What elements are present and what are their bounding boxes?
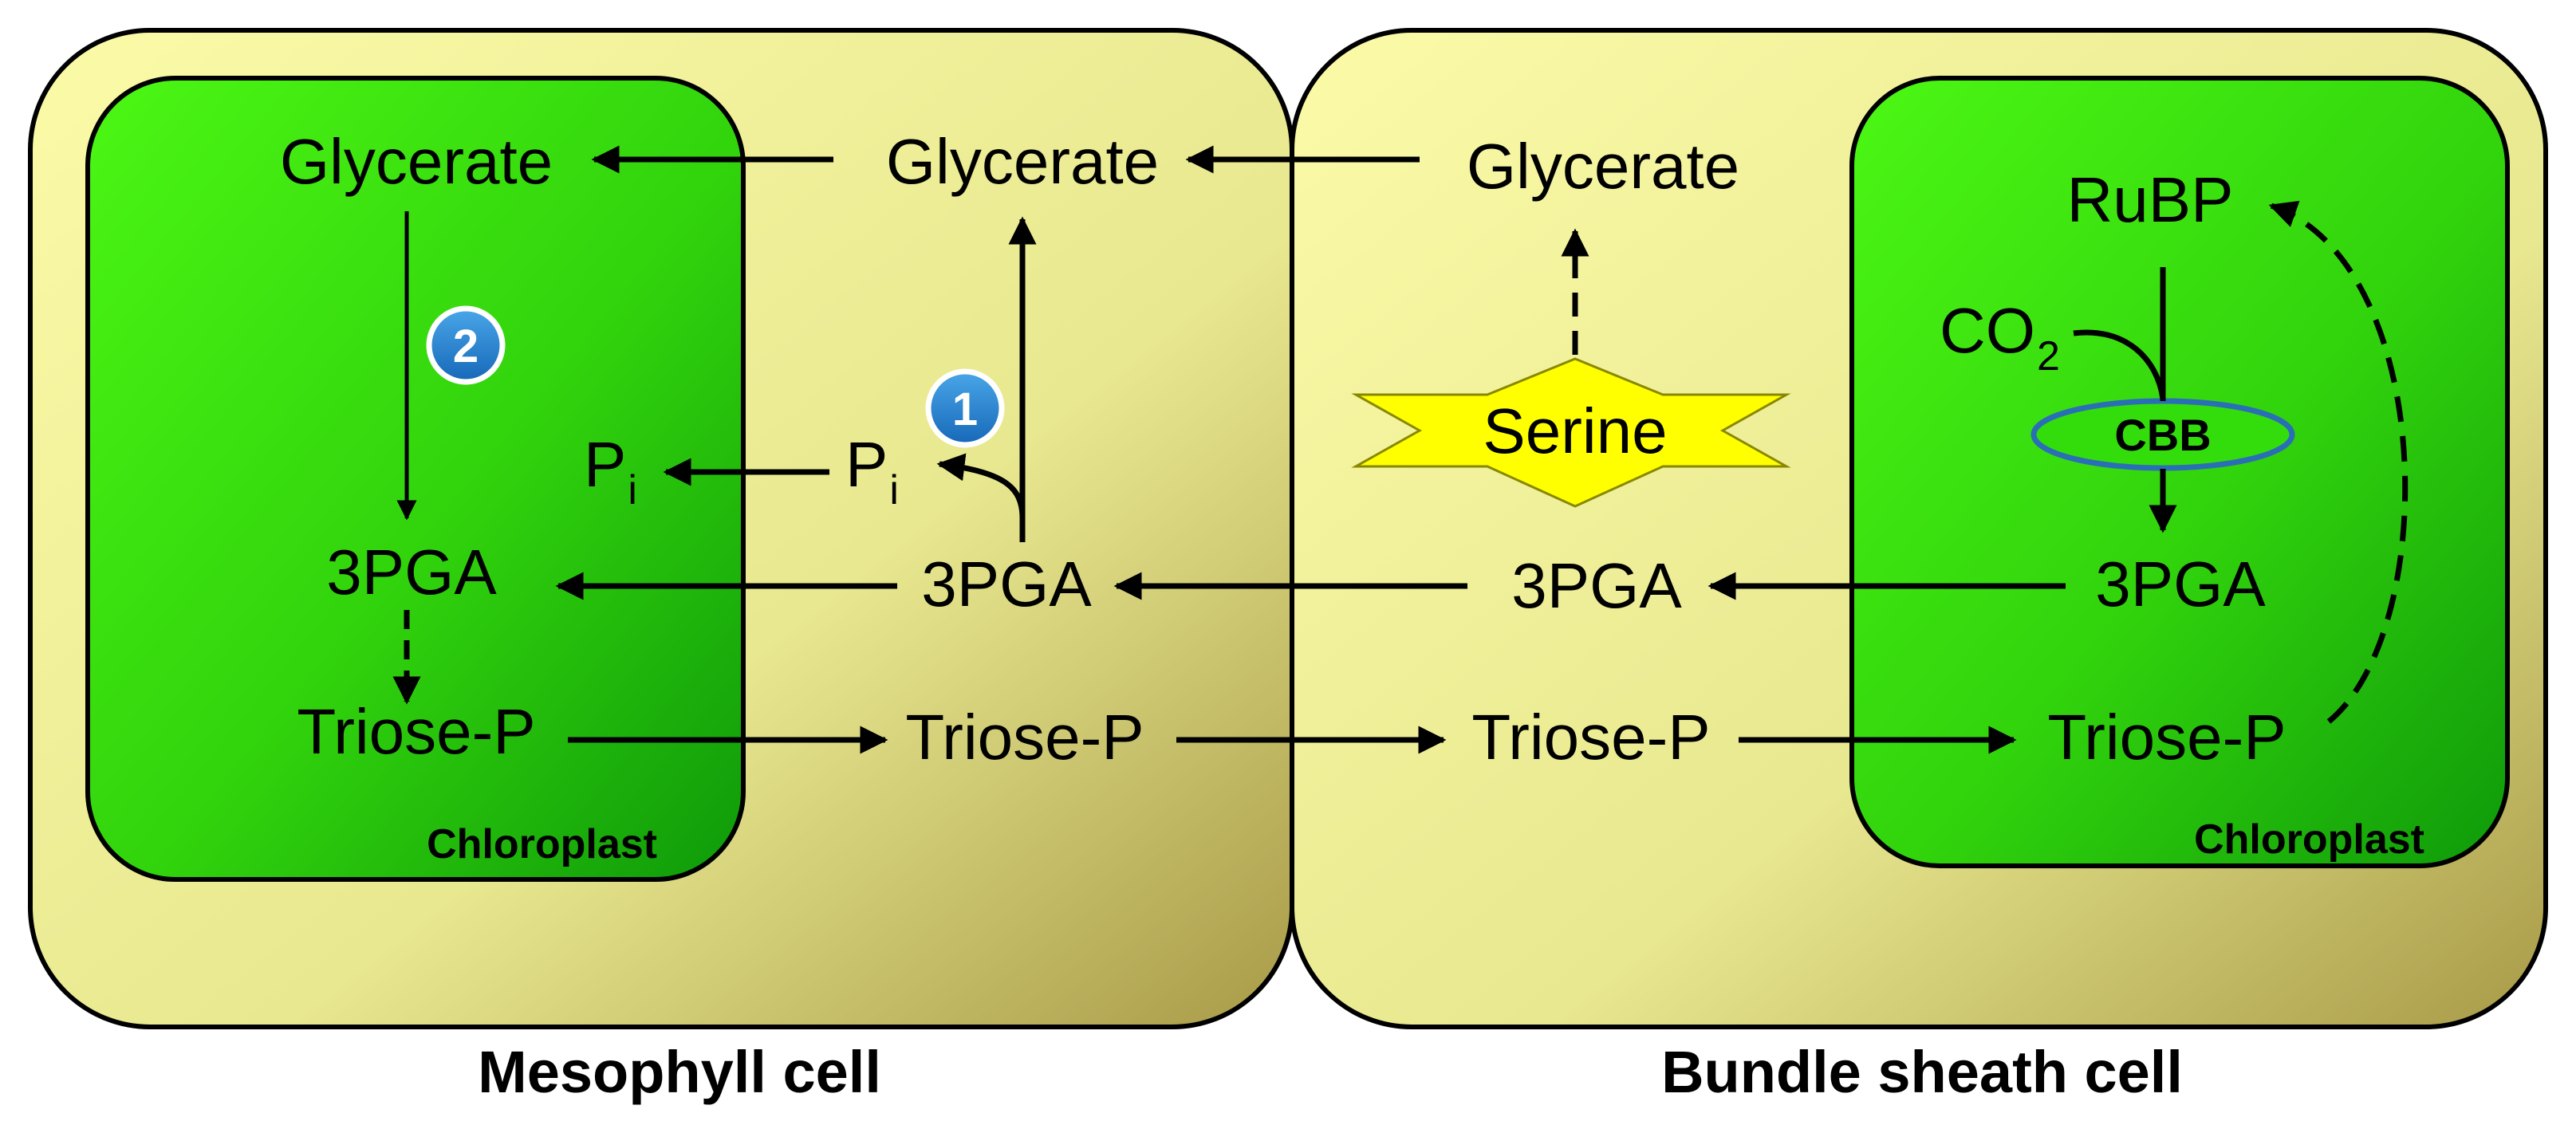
cbb-cycle: CBB: [2030, 398, 2295, 471]
mesophyll-chloroplast-triose-p: Triose-P: [297, 696, 535, 767]
pathway-arrows: [392, 145, 2409, 754]
mesophyll-cytosol-pi-letter: P: [845, 429, 888, 500]
mesophyll-cytosol-pi-subscript: i: [889, 467, 899, 513]
co2-letters: CO: [1940, 295, 2035, 366]
mesophyll-cytosol-pi: Pi: [845, 429, 899, 513]
badge-2-circle: [426, 305, 506, 385]
bundle-sheath-chloroplast-co2: CO2: [1940, 295, 2060, 380]
badge-1-label: 1: [952, 384, 978, 435]
mesophyll-cytosol-3pga: 3PGA: [921, 549, 1092, 620]
badge-1-circle: [925, 368, 1005, 448]
bundle-sheath-chloroplast-label: Chloroplast: [2194, 816, 2424, 863]
bundle-sheath-chloroplast: [1849, 76, 2510, 868]
arrow-reaction-1-pi-release: [936, 453, 1026, 519]
bundle-sheath-cytosol-3pga: 3PGA: [1511, 550, 1682, 621]
mesophyll-chloroplast-pi-letter: P: [584, 429, 626, 500]
mesophyll-cytosol-glycerate: Glycerate: [886, 126, 1159, 197]
bundle-sheath-cell-caption: Bundle sheath cell: [1661, 1039, 2183, 1105]
bundle-sheath-cell: Chloroplast Glycerate Serine 3PGA Triose…: [1290, 28, 2548, 1105]
cbb-label: CBB: [2114, 410, 2211, 460]
serine-label: Serine: [1483, 395, 1667, 466]
bundle-sheath-cytosol-glycerate: Glycerate: [1467, 131, 1739, 202]
mesophyll-chloroplast-glycerate: Glycerate: [280, 126, 553, 197]
bundle-sheath-chloroplast-triose-p: Triose-P: [2047, 702, 2286, 773]
mesophyll-cytosol-triose-p: Triose-P: [905, 702, 1144, 773]
co2-subscript: 2: [2037, 333, 2060, 380]
mesophyll-chloroplast: [85, 76, 746, 882]
badge-1: 1: [925, 368, 1005, 448]
arrow-co2-entry: [2073, 329, 2166, 399]
mesophyll-cell-caption: Mesophyll cell: [478, 1039, 881, 1105]
badge-2: 2: [426, 305, 506, 385]
mesophyll-cell: Chloroplast Glycerate Pi 3PGA Triose-P G…: [28, 28, 1294, 1105]
mesophyll-chloroplast-pi: Pi: [584, 429, 637, 513]
serine-star-shape: [1351, 357, 1791, 508]
mesophyll-chloroplast-pi-subscript: i: [628, 467, 637, 513]
serine-star: Serine: [1351, 357, 1791, 508]
bundle-sheath-chloroplast-3pga: 3PGA: [2095, 549, 2266, 620]
mesophyll-chloroplast-3pga: 3PGA: [326, 537, 497, 608]
arrow-triose-to-rubp-regeneration: [2268, 200, 2409, 724]
badge-2-label: 2: [453, 321, 479, 372]
bundle-sheath-chloroplast-rubp: RuBP: [2067, 164, 2234, 235]
mesophyll-chloroplast-label: Chloroplast: [427, 821, 657, 867]
bundle-sheath-cytosol-triose-p: Triose-P: [1471, 702, 1710, 773]
